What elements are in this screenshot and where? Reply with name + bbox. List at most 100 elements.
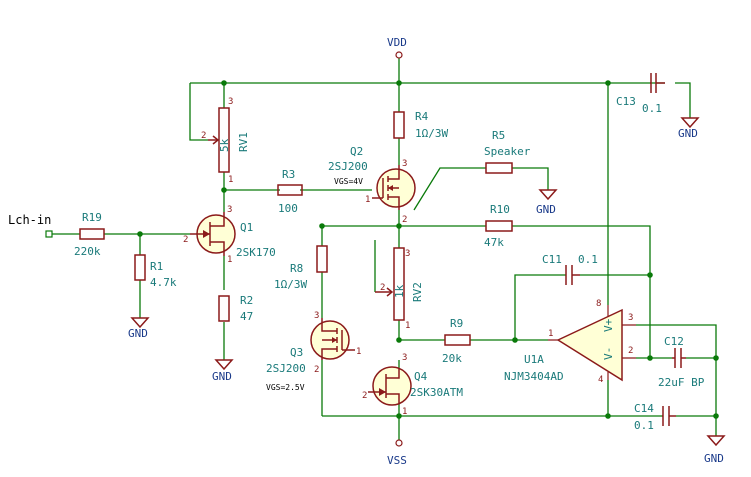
junction-dots <box>137 80 719 419</box>
svg-text:3: 3 <box>402 353 407 363</box>
gnd-symbol-r1: GND <box>128 317 150 340</box>
transistor-q2: 1 3 2 Q2 2SJ200 VGS=4V <box>328 145 416 225</box>
svg-text:1: 1 <box>227 255 232 265</box>
svg-text:2SK30ATM: 2SK30ATM <box>410 386 463 399</box>
resistor-r3: R3 100 <box>277 168 303 215</box>
svg-text:0.1: 0.1 <box>634 419 654 432</box>
svg-text:3: 3 <box>405 249 410 259</box>
transistor-q3: 1 3 2 Q3 2SJ200 VGS=2.5V <box>266 311 361 392</box>
svg-text:2: 2 <box>628 346 633 356</box>
opamp-u1a: 1 3 2 8 4 V+ V- U1A NJM3404AD <box>504 299 636 385</box>
svg-text:0.1: 0.1 <box>642 102 662 115</box>
svg-text:1k: 1k <box>393 284 406 298</box>
svg-text:R1: R1 <box>150 260 163 273</box>
svg-text:U1A: U1A <box>524 353 544 366</box>
svg-text:4.7k: 4.7k <box>150 276 177 289</box>
svg-text:VGS=2.5V: VGS=2.5V <box>266 383 305 392</box>
capacitor-c11: C11 0.1 <box>542 253 598 285</box>
gnd-symbol-c14: GND <box>704 435 726 465</box>
vss-symbol: VSS <box>387 439 407 467</box>
transistor-q4: 2 3 1 Q4 2SK30ATM <box>362 353 463 417</box>
svg-text:VGS=4V: VGS=4V <box>334 177 363 186</box>
svg-text:2: 2 <box>183 235 188 245</box>
svg-text:GND: GND <box>128 327 148 340</box>
svg-text:V+: V+ <box>602 318 615 332</box>
svg-text:R9: R9 <box>450 317 463 330</box>
svg-text:NJM3404AD: NJM3404AD <box>504 370 564 383</box>
svg-text:220k: 220k <box>74 245 101 258</box>
svg-text:100: 100 <box>278 202 298 215</box>
svg-text:1: 1 <box>548 329 553 339</box>
svg-text:RV2: RV2 <box>411 282 424 302</box>
svg-text:20k: 20k <box>442 352 462 365</box>
input-connector: Lch-in <box>8 213 53 238</box>
svg-text:1: 1 <box>405 321 410 331</box>
svg-text:1Ω/3W: 1Ω/3W <box>415 127 448 140</box>
svg-text:2SJ200: 2SJ200 <box>328 160 368 173</box>
svg-text:VDD: VDD <box>387 36 407 49</box>
resistor-r19: R19 220k <box>74 211 105 258</box>
svg-text:47: 47 <box>240 310 253 323</box>
svg-text:R10: R10 <box>490 203 510 216</box>
resistor-r1: R1 4.7k <box>134 254 177 289</box>
capacitor-c13: C13 0.1 <box>616 73 665 115</box>
svg-text:R19: R19 <box>82 211 102 224</box>
potentiometer-rv2: 3 2 1 1k RV2 <box>375 247 424 331</box>
svg-text:R8: R8 <box>290 262 303 275</box>
svg-text:1: 1 <box>228 175 233 185</box>
gnd-symbol-q1: GND <box>212 359 234 383</box>
svg-text:8: 8 <box>596 299 601 309</box>
svg-text:C11: C11 <box>542 253 562 266</box>
svg-text:3: 3 <box>314 311 319 321</box>
svg-text:3: 3 <box>227 205 232 215</box>
potentiometer-rv1: 3 2 1 5k RV1 <box>201 97 250 185</box>
transistor-q1: 2 3 1 Q1 2SK170 <box>183 205 276 265</box>
gnd-symbol-c13: GND <box>678 117 700 140</box>
svg-text:3: 3 <box>402 159 407 169</box>
svg-text:3: 3 <box>628 313 633 323</box>
svg-text:2: 2 <box>380 283 385 293</box>
resistor-r2: R2 47 <box>218 294 253 323</box>
svg-text:R2: R2 <box>240 294 253 307</box>
svg-text:1: 1 <box>356 347 361 357</box>
svg-text:GND: GND <box>536 203 556 216</box>
svg-text:Q3: Q3 <box>290 346 303 359</box>
svg-text:R3: R3 <box>282 168 295 181</box>
svg-text:VSS: VSS <box>387 454 407 467</box>
svg-text:2SK170: 2SK170 <box>236 246 276 259</box>
svg-text:0.1: 0.1 <box>578 253 598 266</box>
svg-text:2: 2 <box>201 131 206 141</box>
svg-text:22uF BP: 22uF BP <box>658 376 705 389</box>
svg-text:C13: C13 <box>616 95 636 108</box>
svg-text:GND: GND <box>678 127 698 140</box>
svg-text:R4: R4 <box>415 110 429 123</box>
svg-text:Q2: Q2 <box>350 145 363 158</box>
svg-text:V-: V- <box>602 347 615 360</box>
svg-text:2: 2 <box>362 391 367 401</box>
resistor-r4: R4 1Ω/3W <box>393 110 448 140</box>
svg-text:1: 1 <box>402 407 407 417</box>
svg-text:3: 3 <box>228 97 233 107</box>
svg-text:2: 2 <box>402 215 407 225</box>
resistor-r5-speaker: R5 Speaker <box>484 129 531 174</box>
svg-text:47k: 47k <box>484 236 504 249</box>
resistor-r9: R9 20k <box>442 317 471 365</box>
svg-text:Q1: Q1 <box>240 221 253 234</box>
svg-text:GND: GND <box>212 370 232 383</box>
svg-text:2: 2 <box>314 365 319 375</box>
svg-text:Q4: Q4 <box>414 370 428 383</box>
svg-text:Lch-in: Lch-in <box>8 213 51 227</box>
svg-text:5k: 5k <box>218 138 231 152</box>
svg-text:1: 1 <box>365 195 370 205</box>
svg-text:C14: C14 <box>634 402 654 415</box>
capacitor-c12: C12 22uF BP <box>658 335 705 389</box>
svg-text:R5: R5 <box>492 129 505 142</box>
svg-text:4: 4 <box>598 375 603 385</box>
svg-text:GND: GND <box>704 452 724 465</box>
gnd-symbol-speaker: GND <box>536 189 558 216</box>
svg-text:RV1: RV1 <box>237 132 250 152</box>
capacitor-c14: C14 0.1 <box>634 402 676 432</box>
resistor-r10: R10 47k <box>484 203 513 249</box>
